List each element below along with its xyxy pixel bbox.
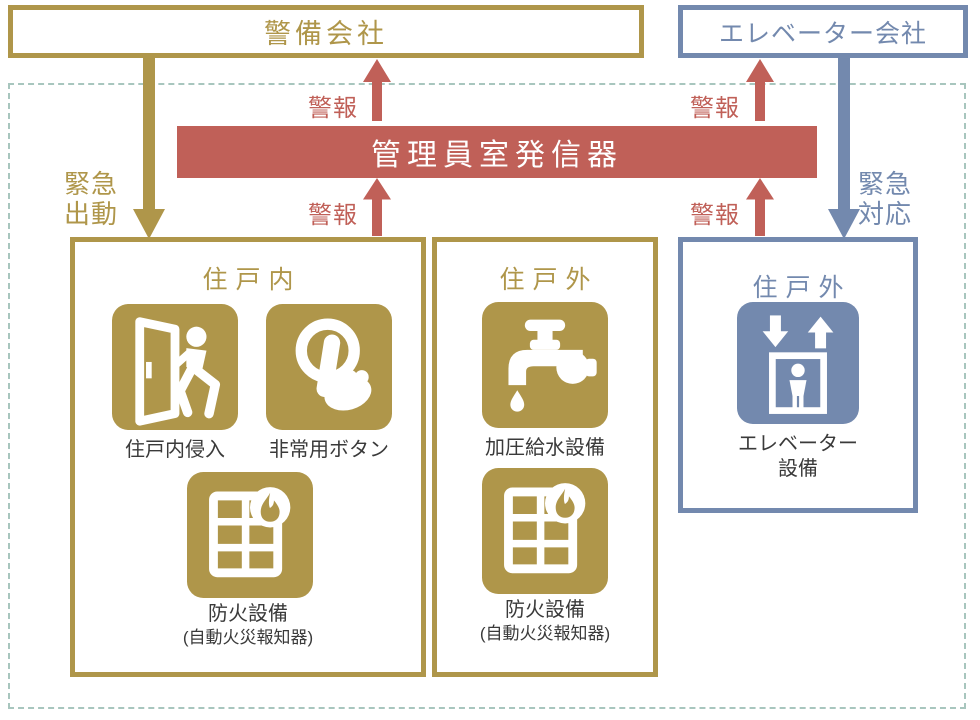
alarm-label-top-left: 警報 — [308, 95, 358, 122]
elevator-area-title: 住戸外 — [752, 274, 852, 302]
fire-alarm-window-icon — [187, 472, 313, 598]
emergency-button-label: 非常用ボタン — [269, 439, 389, 461]
fire-equipment-label: 防火設備 (自動火災報知器) — [479, 599, 611, 643]
security-company-label: 警備会社 — [264, 19, 388, 49]
unit-interior-box: 住戸内 住戸内侵入 非常用ボタン — [70, 237, 426, 677]
dispatch-down-arrow — [133, 58, 165, 239]
security-company-box: 警備会社 — [8, 5, 644, 58]
door-intrusion-icon — [112, 304, 238, 430]
elevator-company-box: エレベーター会社 — [678, 5, 968, 58]
building-boundary — [8, 83, 966, 709]
faucet-icon — [482, 302, 608, 428]
press-button-icon — [266, 304, 392, 430]
elevator-equipment-label: エレベーター 設備 — [738, 433, 858, 480]
alarm-label-bottom-right: 警報 — [690, 202, 740, 229]
water-supply-label: 加圧給水設備 — [485, 437, 605, 459]
fire-alarm-window-icon — [482, 468, 608, 594]
alarm-arrow-from-elevator — [746, 178, 774, 236]
alarm-label-bottom-left: 警報 — [308, 202, 358, 229]
unit-exterior-box: 住戸外 加圧給水設備 防火設備 (自動火災報知器) — [432, 237, 658, 677]
alarm-arrow-to-elevator-company — [746, 59, 774, 121]
transmitter-label: 管理員室発信器 — [371, 139, 623, 172]
unit-exterior-title: 住戸外 — [499, 266, 599, 294]
alarm-arrow-to-security — [363, 59, 391, 121]
dispatch-label: 緊急 出動 — [64, 169, 119, 229]
alarm-label-top-right: 警報 — [690, 95, 740, 122]
intrusion-label: 住戸内侵入 — [125, 439, 225, 461]
transmitter-bar: 管理員室発信器 — [177, 126, 817, 178]
elevator-company-label: エレベーター会社 — [718, 19, 927, 48]
unit-interior-title: 住戸内 — [202, 266, 302, 294]
elevator-area-box: 住戸外 エレベーター 設備 — [678, 237, 918, 513]
response-label: 緊急 対応 — [858, 169, 913, 229]
response-down-arrow — [828, 58, 860, 239]
fire-equipment-label: 防火設備 (自動火災報知器) — [182, 603, 314, 647]
elevator-icon — [737, 302, 859, 424]
alarm-arrow-from-unit — [363, 178, 391, 236]
